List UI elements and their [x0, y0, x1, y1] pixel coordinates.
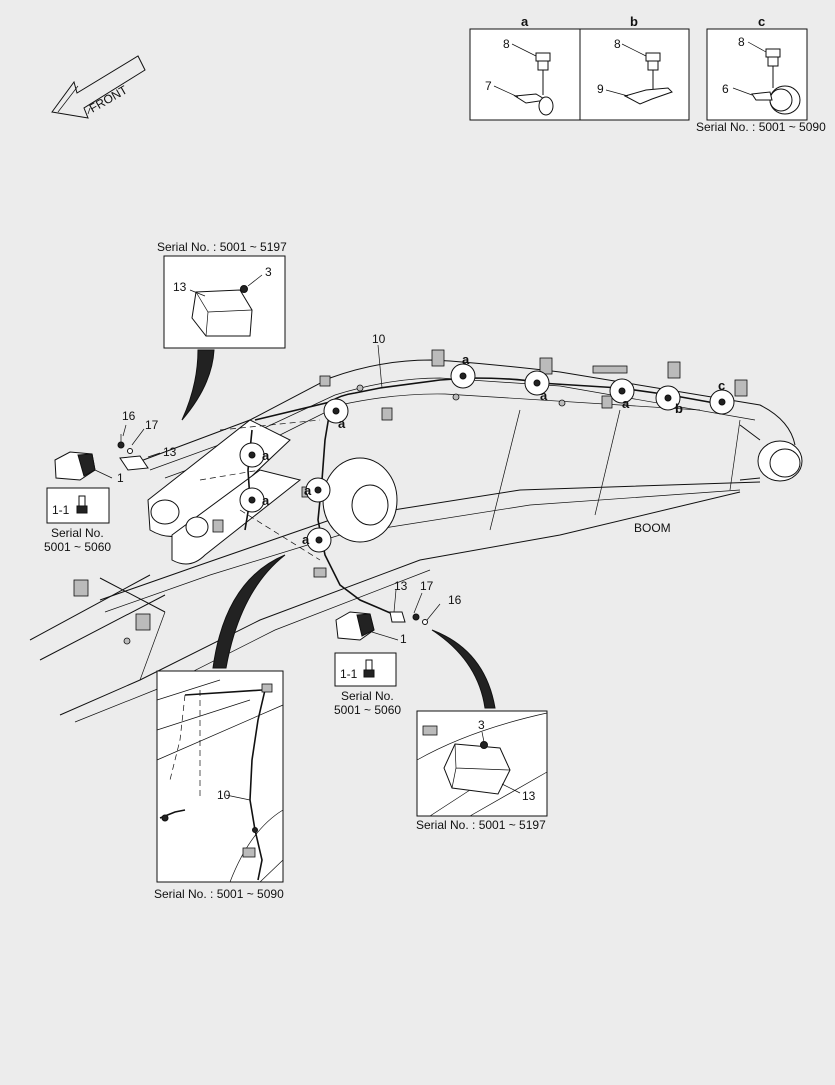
detail-a-illustration [493, 43, 554, 116]
clip-label-a: a [262, 493, 270, 508]
inset-bottom-right-illustration [416, 712, 548, 817]
inset-bottom-left-box [156, 670, 284, 883]
inset-bottom-left-callout [212, 554, 286, 669]
left-lamp-bolt-label: 16 [122, 409, 136, 423]
right-lamp-washer-label: 17 [420, 579, 434, 593]
right-bulb-label: 1-1 [340, 667, 358, 681]
inset-bottom-right-serial: Serial No. : 5001 ~ 5197 [416, 818, 546, 832]
detail-a-bolt-label: 8 [503, 37, 510, 51]
detail-c-header: c [758, 14, 765, 29]
inset-top-left-illustration [189, 274, 263, 337]
left-lamp-bracket-label: 13 [163, 445, 177, 459]
right-lamp-serial-line2: 5001 ~ 5060 [334, 703, 401, 717]
detail-a-part-label: 7 [485, 79, 492, 93]
inset-bottom-left-illustration [156, 679, 284, 883]
clip-label-a: a [302, 532, 310, 547]
detail-b-bolt-label: 8 [614, 37, 621, 51]
clip-label-a: a [262, 448, 270, 463]
right-bulb-icon [363, 659, 375, 678]
inset-top-left-nut-label: 3 [265, 265, 272, 279]
left-lamp-washer-label: 17 [145, 418, 159, 432]
clip-label-c: c [718, 378, 725, 393]
inset-bottom-right-callout [431, 629, 496, 709]
clip-label-b: b [675, 401, 683, 416]
detail-a-header: a [521, 14, 529, 29]
front-arrow-icon: FRONT [51, 55, 146, 119]
detail-b-part-label: 9 [597, 82, 604, 96]
harness-label: 10 [372, 332, 386, 346]
right-lamp-bracket-label: 13 [394, 579, 408, 593]
boom-label: BOOM [634, 521, 671, 535]
detail-c-bolt-label: 8 [738, 35, 745, 49]
left-work-lamp [54, 424, 161, 481]
inset-top-left-box-label: 13 [173, 280, 187, 294]
clip-label-a: a [462, 352, 470, 367]
left-lamp-serial-line2: 5001 ~ 5060 [44, 540, 111, 554]
left-lamp-serial-line1: Serial No. [51, 526, 104, 540]
inset-top-left-serial: Serial No. : 5001 ~ 5197 [157, 240, 287, 254]
detail-b-header: b [630, 14, 638, 29]
clip-callouts [239, 363, 735, 553]
inset-bottom-right-box-label: 13 [522, 789, 536, 803]
detail-b-illustration [605, 43, 673, 105]
inset-bottom-left-harness-label: 10 [217, 788, 231, 802]
clip-label-a: a [622, 396, 630, 411]
left-bulb-label: 1-1 [52, 503, 70, 517]
inset-bottom-left-serial: Serial No. : 5001 ~ 5090 [154, 887, 284, 901]
detail-c-illustration [732, 41, 801, 115]
clip-label-a: a [540, 388, 548, 403]
boom-body [29, 349, 803, 723]
left-bulb-box [46, 487, 110, 524]
right-lamp-label: 1 [400, 632, 407, 646]
front-label: FRONT [87, 82, 130, 115]
detail-serial: Serial No. : 5001 ~ 5090 [696, 120, 826, 134]
left-lamp-label: 1 [117, 471, 124, 485]
right-lamp-bolt-label: 16 [448, 593, 462, 607]
clip-label-a: a [338, 416, 346, 431]
inset-top-left-callout [181, 349, 215, 421]
left-bulb-icon [76, 495, 88, 514]
right-work-lamp [313, 567, 441, 641]
right-lamp-serial-line1: Serial No. [341, 689, 394, 703]
detail-c-part-label: 6 [722, 82, 729, 96]
clip-label-a: a [304, 483, 312, 498]
inset-bottom-right-nut-label: 3 [478, 718, 485, 732]
